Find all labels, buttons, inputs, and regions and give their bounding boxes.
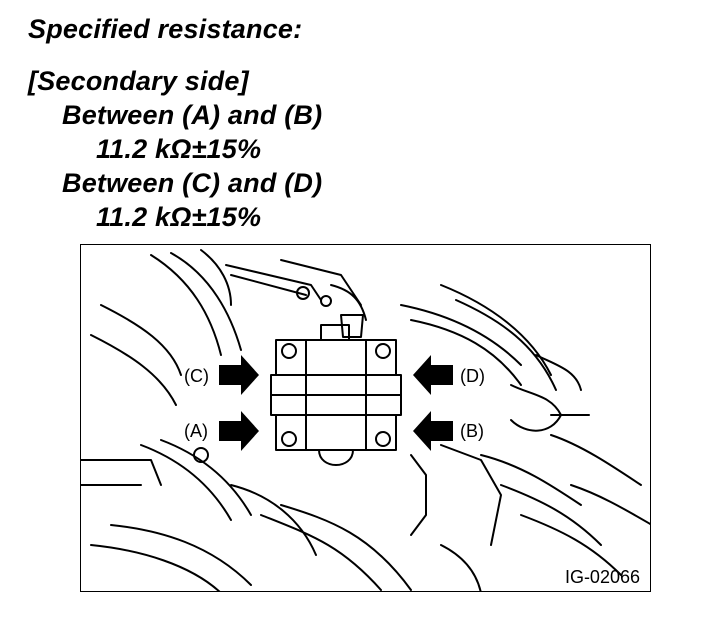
hose-line (280, 504, 412, 591)
figure-id: IG-02066 (564, 567, 640, 587)
coil-bolt (375, 343, 391, 359)
hose-line (520, 514, 622, 576)
terminal-b-label: (B) (459, 421, 485, 441)
manifold-line (90, 544, 221, 591)
bolt-head (320, 295, 332, 307)
cable-boot (535, 354, 582, 391)
coil-bolt (281, 431, 297, 447)
hose-line (100, 304, 182, 376)
hose-line (260, 514, 382, 591)
hose-line (170, 252, 242, 351)
harness-line (280, 259, 362, 306)
arrow-b (413, 411, 453, 451)
bracket-line (340, 314, 364, 338)
spark-cable (400, 304, 522, 366)
hose-line (550, 434, 642, 486)
arrow-a (219, 411, 259, 451)
hose-line (480, 454, 582, 506)
bracket-line (440, 444, 502, 546)
harness-line (330, 284, 367, 321)
hose-line (570, 484, 650, 525)
coil-bolt (375, 431, 391, 447)
coil-top (320, 324, 350, 341)
spec-title: Specified resistance: (28, 14, 303, 44)
engine-bay-drawing (81, 249, 650, 591)
spark-cable (410, 319, 522, 386)
hose-line (440, 544, 482, 591)
bolt-head (193, 447, 209, 463)
terminal-a-label: (A) (183, 421, 209, 441)
specification-block: Specified resistance: [Secondary side] B… (0, 0, 704, 240)
manifold-line (110, 524, 252, 586)
spark-cable (440, 284, 552, 376)
resistance-value-a-b: 11.2 kΩ±15% (96, 134, 262, 164)
coil-body (270, 374, 402, 416)
bracket-line (410, 454, 427, 536)
hose-line (200, 249, 232, 306)
spark-cable (455, 299, 557, 391)
harness-line (225, 264, 322, 301)
manifold-line (81, 459, 162, 486)
ignition-coil-illustration: (C) (A) (D) (B) IG-02066 (80, 244, 651, 592)
resistance-value-c-d: 11.2 kΩ±15% (96, 202, 262, 232)
manifold-line (230, 484, 317, 556)
manifold-line (140, 444, 232, 521)
cable-boot (510, 384, 562, 432)
hose-line (90, 334, 177, 406)
terminal-c-label: (C) (183, 366, 210, 386)
hose-line (500, 484, 602, 546)
arrow-c (219, 355, 259, 395)
coil-base (318, 449, 354, 466)
bolt-head (296, 286, 310, 300)
manifold-line (160, 439, 252, 516)
between-c-d-label: Between (C) and (D) (62, 168, 323, 198)
terminal-d-label: (D) (459, 366, 486, 386)
secondary-side-heading: [Secondary side] (28, 66, 249, 96)
between-a-b-label: Between (A) and (B) (62, 100, 323, 130)
harness-line (230, 274, 307, 296)
arrow-d (413, 355, 453, 395)
coil-bolt (281, 343, 297, 359)
hose-line (150, 254, 222, 356)
